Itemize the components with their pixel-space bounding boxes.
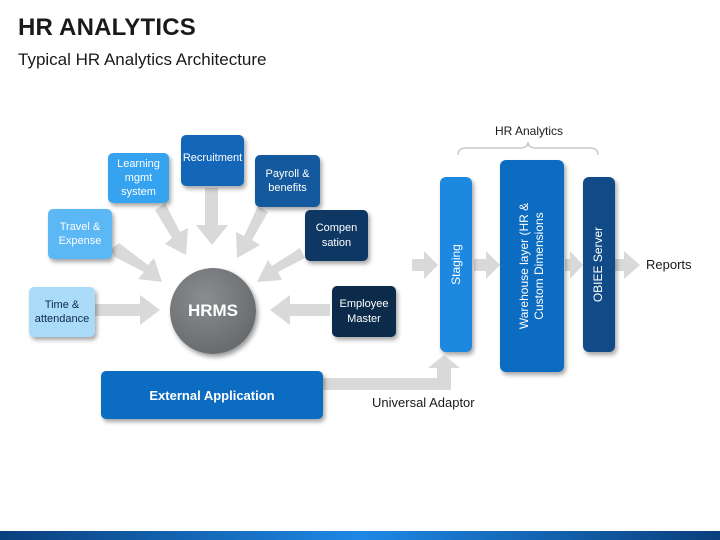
- hrms-hub: HRMS: [170, 268, 256, 354]
- external-application-box: External Application: [101, 371, 323, 419]
- page-title: HR ANALYTICS: [18, 14, 196, 41]
- source-travel-expense: Travel &Expense: [48, 209, 112, 259]
- warehouse-box: Warehouse layer (HR & Custom Dimensions: [500, 160, 564, 372]
- arrow-emp-to-hrms: [270, 295, 330, 325]
- source-time-attendance: Time &attendance: [29, 287, 95, 337]
- hrms-label: HRMS: [187, 301, 239, 320]
- page-subtitle: Typical HR Analytics Architecture: [18, 50, 267, 69]
- arrow-travel-to-hrms: [110, 243, 162, 282]
- arrow-recruit-to-hrms: [196, 188, 228, 245]
- arrow-payroll-to-hrms: [236, 206, 268, 258]
- obiee-server-label: OBIEE Server: [591, 226, 606, 303]
- obiee-server-box: OBIEE Server: [583, 177, 615, 352]
- arrow-comp-to-hrms: [257, 248, 305, 282]
- source-recruitment: Recruitment: [181, 135, 244, 186]
- arrow-into-staging: [412, 251, 438, 279]
- arrow-obiee-to-reports: [615, 251, 640, 279]
- group-bracket: [457, 141, 599, 156]
- reports-label: Reports: [646, 257, 692, 272]
- universal-adaptor-label: Universal Adaptor: [372, 395, 475, 410]
- warehouse-label: Warehouse layer (HR & Custom Dimensions: [517, 202, 547, 330]
- arrow-ext-to-staging: [323, 355, 460, 390]
- staging-label: Staging: [448, 244, 463, 285]
- external-application-label: External Application: [149, 387, 275, 403]
- footer-bar: [0, 531, 720, 540]
- staging-box: Staging: [440, 177, 472, 352]
- source-payroll: Payroll &benefits: [255, 155, 320, 207]
- arrow-learning-to-hrms: [155, 203, 188, 255]
- arrow-warehouse-to-obiee: [565, 251, 583, 279]
- arrow-staging-to-warehouse: [474, 251, 500, 279]
- arrow-time-to-hrms: [95, 295, 160, 325]
- hr-analytics-group-label: HR Analytics: [495, 124, 564, 138]
